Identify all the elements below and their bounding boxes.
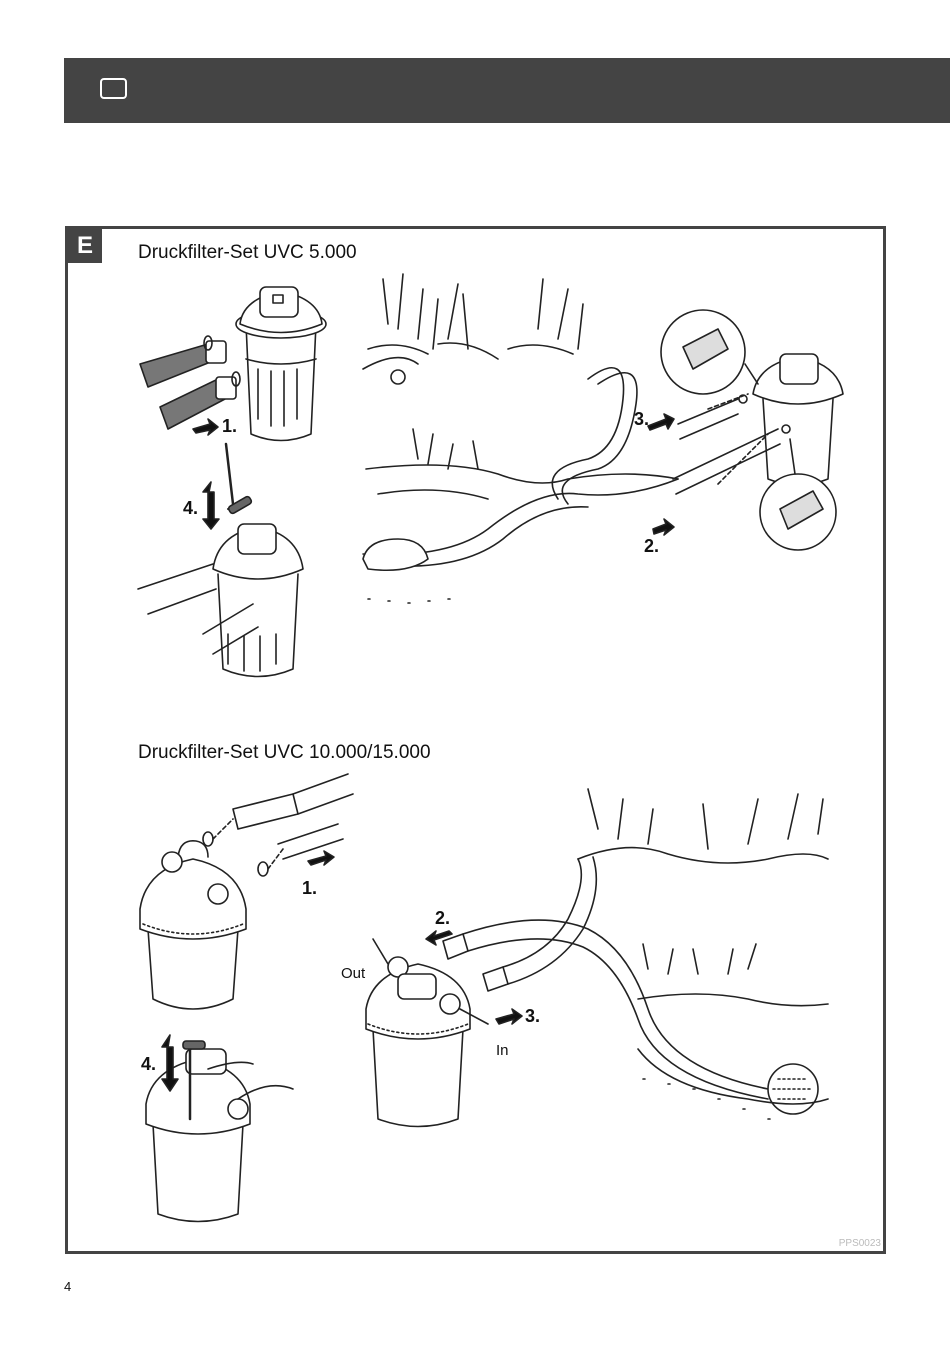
installation-illustration	[137, 273, 844, 1223]
filter-top-1	[235, 286, 327, 442]
arrow-step-3-bottom	[495, 1008, 523, 1025]
filter-top-2	[137, 442, 304, 678]
filter-bottom-1	[139, 773, 354, 1010]
filter-top-3	[672, 353, 844, 495]
label-in: In	[496, 1042, 509, 1059]
step-2-bottom: 2.	[435, 908, 451, 928]
callout-out	[759, 438, 837, 551]
arrow-step-1-top	[192, 418, 219, 436]
arrow-step-2-top	[652, 518, 675, 536]
callout-in	[660, 309, 759, 395]
figure-frame: E Druckfilter-Set UVC 5.000 Druckfilter-…	[65, 226, 886, 1254]
header-bar	[64, 58, 950, 123]
page-number: 4	[64, 1279, 72, 1294]
header-icon-box	[100, 78, 127, 99]
arrow-step-3-top	[647, 413, 675, 431]
step-2-top: 2.	[644, 536, 660, 556]
step-3-top: 3.	[634, 409, 650, 429]
step-1-top: 1.	[222, 416, 238, 436]
step-3-bottom: 3.	[525, 1006, 541, 1026]
step-4-bottom: 4.	[141, 1054, 157, 1074]
step-1-bottom: 1.	[302, 878, 318, 898]
bottom-figure-title: Druckfilter-Set UVC 10.000/15.000	[138, 742, 431, 763]
step-4-top: 4.	[183, 498, 199, 518]
label-out: Out	[341, 965, 366, 982]
figure-code: PPS0023	[838, 1238, 881, 1249]
section-badge: E	[68, 229, 102, 263]
pond-scene-bottom	[577, 788, 829, 1120]
hoses-top-1	[139, 335, 241, 430]
arrow-step-1-bottom	[307, 850, 335, 866]
top-figure-title: Druckfilter-Set UVC 5.000	[138, 242, 357, 263]
arrow-step-4-bottom	[161, 1034, 179, 1092]
pond-scene-top	[362, 273, 679, 604]
arrow-step-4-top	[202, 481, 220, 530]
filter-bottom-3	[365, 856, 769, 1128]
arrow-step-2-bottom	[425, 930, 453, 946]
